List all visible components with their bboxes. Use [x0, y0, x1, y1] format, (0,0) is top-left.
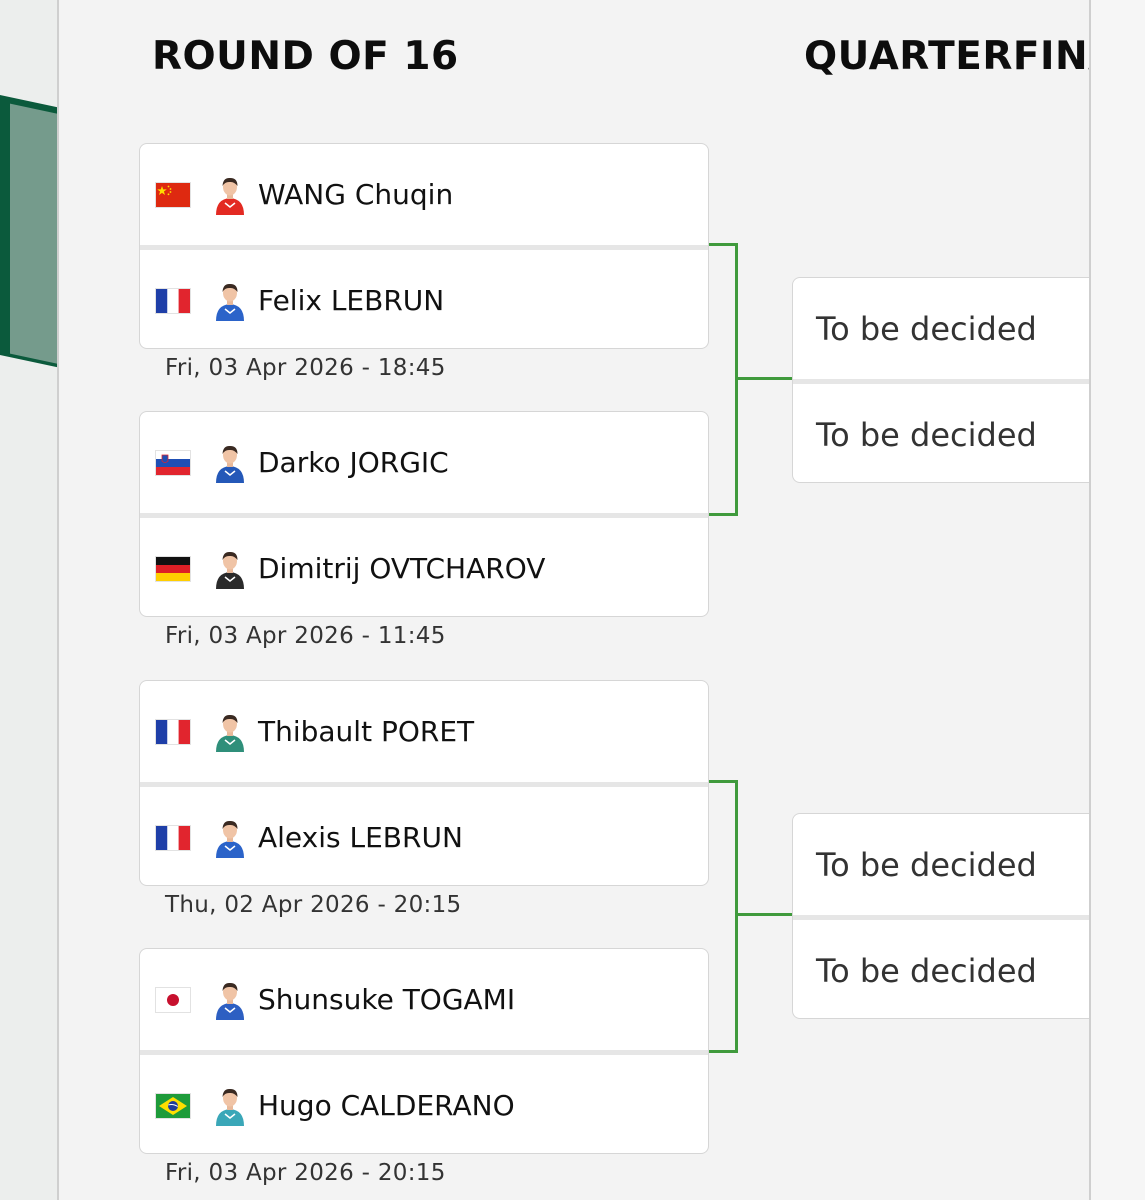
background-right: [1089, 0, 1145, 1200]
player-row[interactable]: Darko JORGIC: [140, 412, 708, 513]
quarterfinal-card[interactable]: To be decided To be decided: [792, 813, 1089, 1019]
flag-icon: [155, 718, 191, 745]
player-name: Alexis LEBRUN: [258, 821, 463, 854]
match-date: Fri, 03 Apr 2026 - 18:45: [165, 355, 446, 381]
player-avatar-icon: [212, 980, 248, 1020]
player-name: Darko JORGIC: [258, 446, 449, 479]
match-date: Fri, 03 Apr 2026 - 11:45: [165, 623, 446, 649]
flag-icon: [155, 181, 191, 208]
qf-slot[interactable]: To be decided: [793, 379, 1089, 482]
match-card[interactable]: Darko JORGIC Dimitrij OVTCHAROV: [139, 411, 709, 617]
match-card[interactable]: WANG Chuqin Felix LEBRUN: [139, 143, 709, 349]
player-avatar-icon: [212, 175, 248, 215]
player-row[interactable]: Thibault PORET: [140, 681, 708, 782]
player-avatar-icon: [212, 818, 248, 858]
qf-slot[interactable]: To be decided: [793, 814, 1089, 915]
player-row[interactable]: Felix LEBRUN: [140, 245, 708, 348]
qf-slot[interactable]: To be decided: [793, 278, 1089, 379]
flag-icon: [155, 824, 191, 851]
player-name: Hugo CALDERANO: [258, 1089, 515, 1122]
qf-slot-label: To be decided: [816, 951, 1037, 990]
player-name: WANG Chuqin: [258, 178, 454, 211]
match-date: Fri, 03 Apr 2026 - 20:15: [165, 1160, 446, 1186]
match-card[interactable]: Shunsuke TOGAMI Hugo CALDERANO: [139, 948, 709, 1154]
qf-slot-label: To be decided: [816, 415, 1037, 454]
flag-icon: [155, 555, 191, 582]
quarterfinals-heading: QUARTERFINA: [804, 34, 1091, 79]
player-avatar-icon: [212, 549, 248, 589]
player-row[interactable]: Dimitrij OVTCHAROV: [140, 513, 708, 616]
player-avatar-icon: [212, 1086, 248, 1126]
player-row[interactable]: Hugo CALDERANO: [140, 1050, 708, 1153]
player-row[interactable]: WANG Chuqin: [140, 144, 708, 245]
bracket-connector: [709, 780, 737, 783]
background-shape-light: [10, 103, 58, 367]
qf-slot-label: To be decided: [816, 845, 1037, 884]
bracket-connector: [735, 913, 792, 916]
player-name: Felix LEBRUN: [258, 284, 445, 317]
match-card[interactable]: Thibault PORET Alexis LEBRUN: [139, 680, 709, 886]
player-name: Shunsuke TOGAMI: [258, 983, 516, 1016]
player-row[interactable]: Alexis LEBRUN: [140, 782, 708, 885]
qf-slot[interactable]: To be decided: [793, 915, 1089, 1018]
background-left: [0, 0, 58, 1200]
player-avatar-icon: [212, 443, 248, 483]
match-date: Thu, 02 Apr 2026 - 20:15: [165, 892, 462, 918]
bracket-connector: [709, 243, 737, 246]
bracket-connector: [709, 513, 737, 516]
player-avatar-icon: [212, 281, 248, 321]
bracket-connector: [735, 780, 738, 1053]
round-of-16-heading: ROUND OF 16: [152, 34, 459, 79]
player-name: Thibault PORET: [258, 715, 475, 748]
bracket-connector: [709, 1050, 737, 1053]
player-avatar-icon: [212, 712, 248, 752]
qf-slot-label: To be decided: [816, 309, 1037, 348]
quarterfinal-card[interactable]: To be decided To be decided: [792, 277, 1089, 483]
player-name: Dimitrij OVTCHAROV: [258, 552, 546, 585]
flag-icon: [155, 1092, 191, 1119]
bracket-panel: ROUND OF 16 QUARTERFINA WANG Chuqin Feli…: [57, 0, 1091, 1200]
flag-icon: [155, 287, 191, 314]
flag-icon: [155, 986, 191, 1013]
flag-icon: [155, 449, 191, 476]
bracket-connector: [735, 377, 792, 380]
player-row[interactable]: Shunsuke TOGAMI: [140, 949, 708, 1050]
